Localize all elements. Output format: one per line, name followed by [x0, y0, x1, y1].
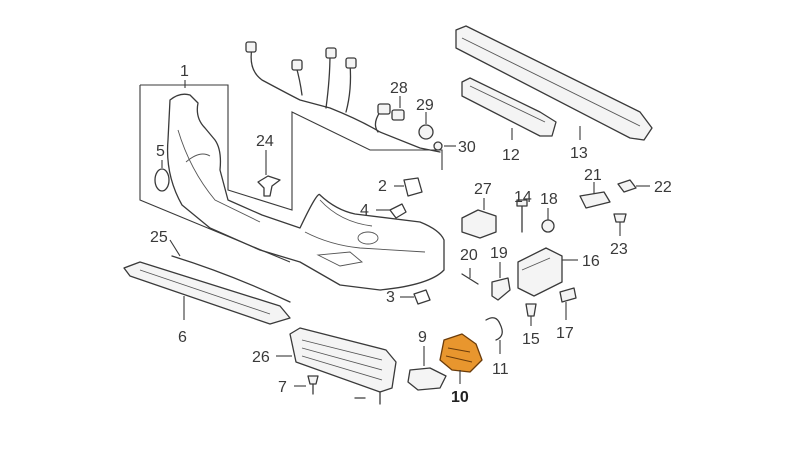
part-19-clip — [491, 262, 511, 301]
callout-28: 28 — [390, 80, 408, 97]
callout-labels: 1 2 3 4 5 6 7 9 10 11 12 13 14 15 16 17 … — [150, 63, 672, 406]
part-16-bracket — [517, 247, 578, 297]
part-27-block — [461, 198, 497, 239]
part-15-fastener — [525, 303, 537, 326]
part-25-6-shield — [123, 239, 291, 325]
callout-30: 30 — [458, 139, 476, 156]
part-23-clip — [613, 213, 627, 236]
callout-13: 13 — [570, 145, 588, 162]
callout-7: 7 — [278, 379, 287, 396]
bumper-cover-frame — [139, 80, 443, 263]
part-12-absorber — [461, 77, 557, 140]
callout-11: 11 — [492, 361, 509, 378]
part-11-clip — [485, 317, 503, 354]
part-30-clip — [433, 141, 456, 151]
callout-3: 3 — [386, 289, 395, 306]
callout-15: 15 — [522, 331, 540, 348]
part-17-bolt — [559, 287, 577, 320]
callout-25: 25 — [150, 229, 168, 246]
callout-29: 29 — [416, 97, 434, 114]
part-14-bolt — [516, 199, 528, 233]
part-28-sensor — [391, 96, 405, 121]
part-13-reinforcement — [455, 25, 653, 141]
callout-27: 27 — [474, 181, 492, 198]
callout-16: 16 — [582, 253, 600, 270]
callout-20: 20 — [460, 247, 478, 264]
callout-19: 19 — [490, 245, 508, 262]
part-22-clip — [617, 179, 650, 193]
part-18-nut — [541, 208, 555, 233]
callout-21: 21 — [584, 167, 602, 184]
part-2-bracket — [394, 177, 423, 197]
callout-26: 26 — [252, 349, 270, 366]
callout-22: 22 — [654, 179, 672, 196]
callout-1: 1 — [180, 63, 189, 80]
callout-24: 24 — [256, 133, 274, 150]
part-10-highlighted-bracket — [439, 333, 483, 384]
part-7-bolt — [294, 375, 319, 395]
callout-4: 4 — [360, 202, 369, 219]
wiring-harness — [245, 41, 441, 153]
part-9-cover — [407, 346, 447, 391]
part-21-bracket — [579, 182, 611, 209]
part-29-grommet — [418, 112, 434, 140]
callout-9: 9 — [418, 329, 427, 346]
callout-18: 18 — [540, 191, 558, 208]
part-5-trim — [154, 160, 170, 192]
callout-23: 23 — [610, 241, 628, 258]
callout-2: 2 — [378, 178, 387, 195]
bumper-cover — [166, 93, 445, 291]
callout-14: 14 — [514, 189, 532, 206]
part-4-bracket — [376, 203, 407, 219]
callout-12: 12 — [502, 147, 520, 164]
callout-5: 5 — [156, 143, 165, 160]
callout-10: 10 — [451, 389, 469, 406]
bottom-fragments — [354, 391, 381, 405]
part-3-bracket — [400, 289, 431, 305]
callout-6: 6 — [178, 329, 187, 346]
part-24-bracket — [257, 150, 281, 197]
callout-17: 17 — [556, 325, 574, 342]
part-20-pin — [461, 268, 479, 285]
part-26-grille — [276, 327, 397, 393]
